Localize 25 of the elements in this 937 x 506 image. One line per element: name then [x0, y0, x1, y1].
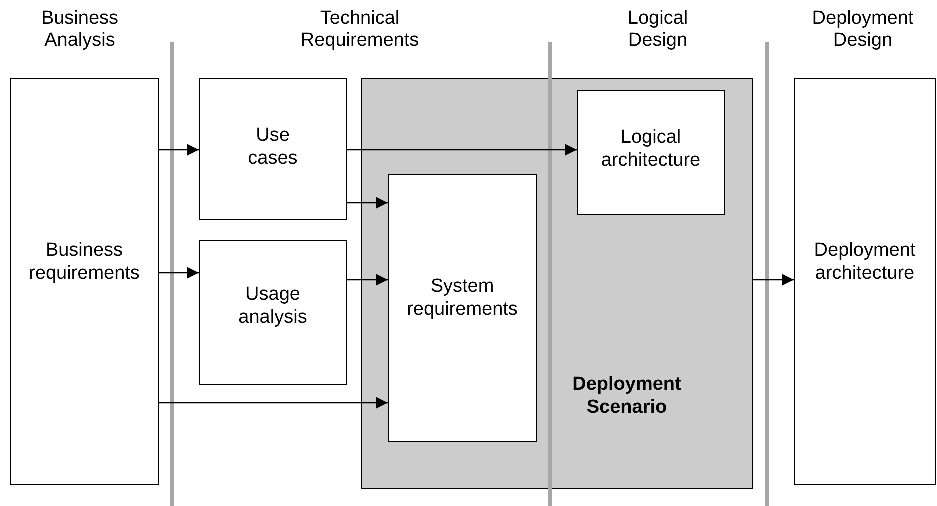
box-label: Use cases [247, 124, 299, 170]
box-label: System requirements [406, 275, 519, 321]
process-box [10, 78, 159, 485]
column-heading: Deployment Design [811, 8, 915, 52]
arrow [347, 274, 388, 286]
arrow [159, 144, 199, 156]
panel-title: Deployment Scenario [572, 373, 682, 419]
process-box [199, 78, 347, 220]
column-heading: Logical Design [626, 8, 690, 52]
process-box [794, 78, 936, 485]
scenario-panel [361, 78, 753, 489]
arrow [753, 274, 794, 286]
box-label: Usage analysis [238, 283, 308, 329]
box-label: Business requirements [28, 239, 141, 285]
box-label: Logical architecture [600, 126, 702, 172]
arrow [159, 267, 199, 279]
column-heading: Business Analysis [40, 8, 120, 52]
process-box [388, 174, 537, 442]
arrow [347, 144, 577, 156]
process-box [199, 240, 347, 385]
arrow [159, 397, 388, 409]
arrow [347, 197, 388, 209]
process-box [577, 90, 725, 215]
box-label: Deployment architecture [813, 239, 917, 285]
column-heading: Technical Requirements [300, 8, 420, 52]
